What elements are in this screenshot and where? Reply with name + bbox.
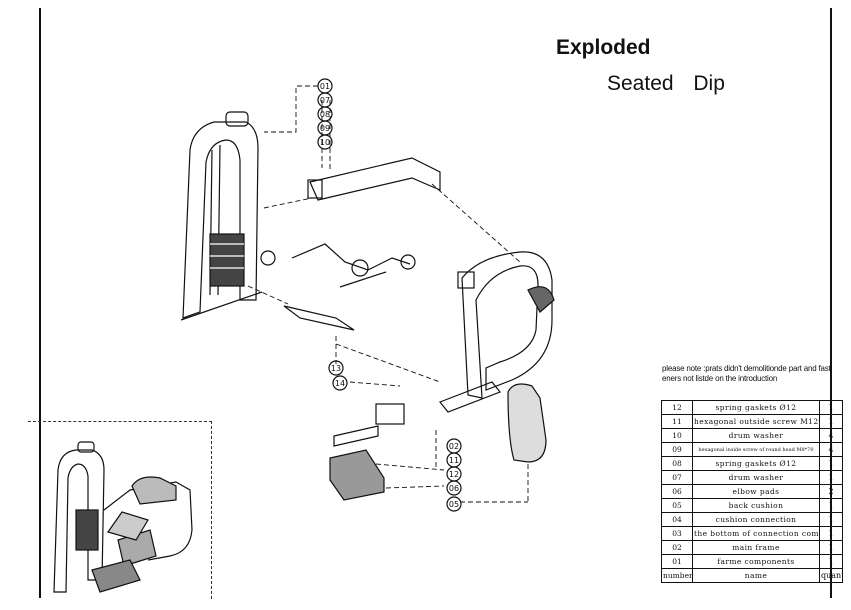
callout-labels: 01 07 08 09 10 13 14 02 11 12 06 05 xyxy=(320,82,459,509)
part-number: 10 xyxy=(661,428,693,443)
callout-05-marker xyxy=(446,496,462,512)
callout-05: 05 xyxy=(449,500,459,509)
part-number: 04 xyxy=(661,512,693,527)
part-quantity: 1 xyxy=(819,400,843,415)
part-name: farme components xyxy=(692,554,820,569)
part-quantity: 4 xyxy=(819,442,843,457)
part-quantity: 1 xyxy=(819,554,843,569)
part-quantity: 2 xyxy=(819,484,843,499)
part-name: drum washer xyxy=(692,428,820,443)
part-name: back cushion xyxy=(692,498,820,513)
part-name: cushion connection xyxy=(692,512,820,527)
back-cushion xyxy=(507,383,547,463)
page-title: Exploded xyxy=(556,36,651,59)
callout-09: 09 xyxy=(320,124,330,133)
inset-frame xyxy=(28,421,212,599)
callout-13: 13 xyxy=(331,364,341,373)
part-name: spring gaskets Ø12 xyxy=(692,456,820,471)
callout-12: 12 xyxy=(449,470,459,479)
part-number: 12 xyxy=(661,400,693,415)
part-quantity: 1 xyxy=(819,414,843,429)
part-quantity: 4 xyxy=(819,428,843,443)
callout-11: 11 xyxy=(449,456,459,465)
callout-13-marker xyxy=(328,360,344,376)
bottom-connection xyxy=(283,305,355,331)
callout-01: 01 xyxy=(320,82,330,91)
machine-name: Seated Dip xyxy=(607,72,725,95)
seat-frame xyxy=(439,251,555,413)
callout-06: 06 xyxy=(449,484,459,493)
frame-border-right xyxy=(830,8,832,598)
callout-06-marker xyxy=(446,480,462,496)
part-number: 02 xyxy=(661,540,693,555)
part-quantity: 1 xyxy=(819,512,843,527)
part-quantity: 1 xyxy=(819,498,843,513)
header-quantity: quantity xyxy=(819,568,843,583)
part-number: 01 xyxy=(661,554,693,569)
callout-02: 02 xyxy=(449,442,459,451)
part-name: elbow pads xyxy=(692,484,820,499)
callout-10: 10 xyxy=(320,138,330,147)
frame-border-left xyxy=(39,8,41,598)
leader-lines xyxy=(247,85,529,503)
part-quantity: 1 xyxy=(819,540,843,555)
assembled-machine-inset xyxy=(53,441,193,593)
part-quantity: 1 xyxy=(819,526,843,541)
callout-14: 14 xyxy=(335,379,345,388)
callout-07: 07 xyxy=(320,96,330,105)
part-number: 11 xyxy=(661,414,693,429)
main-frame xyxy=(180,111,276,321)
part-quantity: 1 xyxy=(819,456,843,471)
part-name: spring gaskets Ø12 xyxy=(692,400,820,415)
part-number: 07 xyxy=(661,470,693,485)
part-name: main frame xyxy=(692,540,820,555)
part-number: 08 xyxy=(661,456,693,471)
part-number: 06 xyxy=(661,484,693,499)
callout-08: 08 xyxy=(320,110,330,119)
part-number: 09 xyxy=(661,442,693,457)
part-number: 03 xyxy=(661,526,693,541)
note-text: please note :prats didn't demolitionde p… xyxy=(662,364,831,383)
part-name: hexagonal inside screw of round head M8*… xyxy=(692,442,820,457)
top-arm xyxy=(307,157,441,201)
callout-10-marker xyxy=(317,134,333,150)
part-name: hexagonal outside screw M12*35 xyxy=(692,414,820,429)
parts-header-row: numbernamequantity xyxy=(661,568,843,583)
callout-14-marker xyxy=(332,375,348,391)
part-name: drum washer xyxy=(692,470,820,485)
part-quantity: 1 xyxy=(819,470,843,485)
handle-bar xyxy=(291,243,416,288)
seat-cushion xyxy=(329,403,405,501)
header-number: number xyxy=(661,568,693,583)
header-name: name xyxy=(692,568,820,583)
part-name: the bottom of connection components xyxy=(692,526,820,541)
part-number: 05 xyxy=(661,498,693,513)
callout-markers xyxy=(317,78,462,512)
